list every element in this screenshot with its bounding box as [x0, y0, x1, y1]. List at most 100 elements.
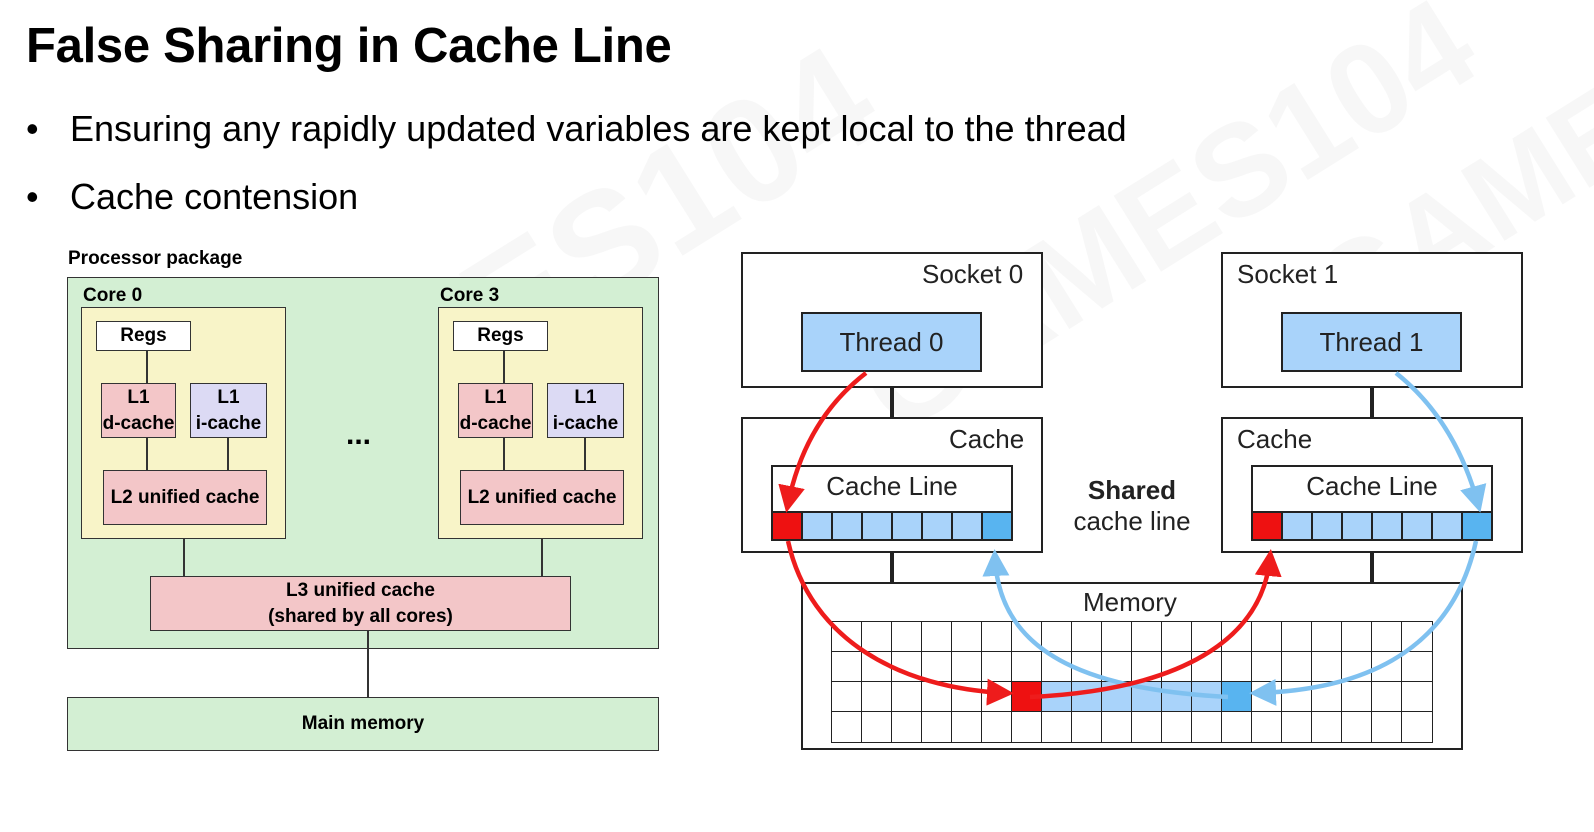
connector	[367, 631, 369, 697]
shared-label: Shared cache line	[1062, 475, 1202, 537]
thread-box: Thread 1	[1281, 312, 1462, 372]
memory-cell	[981, 651, 1013, 683]
memory-cell	[1011, 711, 1043, 743]
memory-cell	[1221, 651, 1253, 683]
memory-cell	[891, 711, 923, 743]
connector	[503, 351, 505, 383]
shared-subtitle: cache line	[1073, 506, 1191, 536]
memory-cell	[921, 651, 953, 683]
memory-cell	[1311, 711, 1343, 743]
memory-cell	[1311, 621, 1343, 653]
connector	[503, 438, 505, 470]
memory-cell	[1221, 621, 1253, 653]
cache-cell	[771, 511, 803, 541]
memory-cell	[831, 651, 863, 683]
regs-label: Regs	[120, 325, 167, 347]
memory-cell	[1101, 621, 1133, 653]
memory-cell	[1281, 681, 1313, 713]
memory-cell	[1401, 621, 1433, 653]
regs-box: Regs	[453, 321, 548, 351]
memory-cell	[1221, 711, 1253, 743]
connector	[1370, 553, 1374, 582]
memory-cell	[1041, 621, 1073, 653]
memory-cell	[1401, 651, 1433, 683]
memory-cell	[1101, 681, 1133, 713]
cache-cell	[1251, 511, 1283, 541]
memory-cell	[891, 651, 923, 683]
memory-cell	[1131, 681, 1163, 713]
memory-cell	[1131, 651, 1163, 683]
memory-cell	[981, 711, 1013, 743]
bullet-dot: •	[26, 108, 39, 149]
shared-title: Shared	[1087, 475, 1177, 505]
memory-cell	[1101, 651, 1133, 683]
memory-cell	[1251, 681, 1283, 713]
memory-cell	[1281, 711, 1313, 743]
main-memory-label: Main memory	[301, 713, 425, 735]
bullet-text: Cache contension	[70, 176, 359, 217]
l2-cache-box: L2 unified cache	[460, 470, 624, 525]
memory-cell	[1191, 621, 1223, 653]
memory-cell	[951, 711, 983, 743]
memory-cell	[1011, 681, 1043, 713]
dcache-label: d-cache	[102, 412, 175, 434]
cache-cell	[951, 511, 983, 541]
cache-line-box: Cache Line	[771, 465, 1013, 513]
memory-cell	[1341, 681, 1373, 713]
thread-label: Thread 1	[1319, 326, 1424, 357]
dcache-label: d-cache	[459, 412, 532, 434]
memory-cell	[1011, 651, 1043, 683]
main-memory-box: Main memory	[67, 697, 659, 751]
memory-cell	[921, 621, 953, 653]
memory-cell	[861, 651, 893, 683]
cache-cell	[1311, 511, 1343, 541]
cache-cell	[921, 511, 953, 541]
cache-cell	[1401, 511, 1433, 541]
memory-cell	[1161, 651, 1193, 683]
l2-label: L2 unified cache	[467, 486, 617, 508]
connector	[890, 388, 894, 417]
l1-label: L1	[127, 386, 150, 408]
socket-label: Socket 0	[922, 259, 1024, 289]
cache-line-label: Cache Line	[826, 471, 958, 501]
bullet-item: •Ensuring any rapidly updated variables …	[26, 108, 1127, 150]
memory-cell	[891, 621, 923, 653]
memory-cell	[1341, 711, 1373, 743]
cache-cell	[831, 511, 863, 541]
connector	[183, 539, 185, 576]
memory-cell	[1131, 711, 1163, 743]
cache-line-box: Cache Line	[1251, 465, 1493, 513]
memory-cell	[1311, 651, 1343, 683]
memory-cell	[1251, 621, 1283, 653]
memory-cell	[951, 681, 983, 713]
memory-cell	[921, 681, 953, 713]
cache-cell	[981, 511, 1013, 541]
memory-cell	[1311, 681, 1343, 713]
memory-cell	[1131, 621, 1163, 653]
memory-cell	[831, 621, 863, 653]
memory-cell	[951, 621, 983, 653]
memory-cell	[1011, 621, 1043, 653]
thread-label: Thread 0	[839, 326, 944, 357]
cache-cell	[861, 511, 893, 541]
memory-cell	[981, 621, 1013, 653]
memory-cell	[831, 711, 863, 743]
regs-box: Regs	[96, 321, 191, 351]
connector	[584, 438, 586, 470]
cache-cell	[1281, 511, 1313, 541]
memory-cell	[861, 621, 893, 653]
l1-dcache-box: L1 d-cache	[101, 383, 176, 438]
cache-cell	[1341, 511, 1373, 541]
memory-cell	[1041, 651, 1073, 683]
memory-cell	[1401, 681, 1433, 713]
memory-cell	[1281, 651, 1313, 683]
memory-cell	[861, 681, 893, 713]
connector	[890, 553, 894, 582]
memory-cell	[1101, 711, 1133, 743]
memory-cell	[831, 681, 863, 713]
l3-cache-box: L3 unified cache(shared by all cores)	[150, 576, 571, 631]
memory-cell	[1401, 711, 1433, 743]
cache-line-label: Cache Line	[1306, 471, 1438, 501]
bullet-item: •Cache contension	[26, 176, 358, 218]
